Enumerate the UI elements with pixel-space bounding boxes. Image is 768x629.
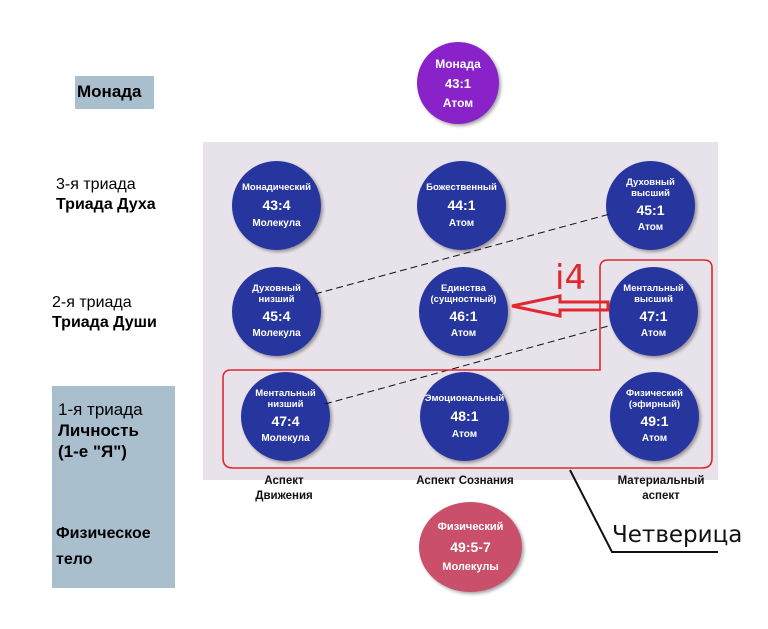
- aspect-material-line2: аспект: [642, 490, 680, 502]
- triad2-label: 2-я триада Триада Души: [52, 293, 157, 333]
- aspect-movement-line2: Движения: [255, 490, 313, 502]
- plane-kind: Атом: [451, 428, 478, 440]
- plane-kind: Молекула: [252, 328, 301, 339]
- plane-kind: Молекула: [252, 217, 301, 229]
- plane-circle-47-1: Ментальный высший 47:1 Атом: [609, 267, 698, 356]
- aspect-movement-label: Аспект Движения: [244, 474, 324, 504]
- plane-kind: Атом: [448, 217, 475, 229]
- plane-name: Ментальный: [623, 283, 684, 294]
- physical-body-line1: Физическое: [56, 525, 151, 542]
- plane-circle-49-1: Физический (эфирный) 49:1 Атом: [610, 372, 699, 461]
- plane-kind: Атом: [641, 433, 668, 444]
- monad-label: Монада: [77, 82, 142, 101]
- physical-circle-kind: Молекулы: [442, 560, 499, 573]
- personality-label-box: [52, 386, 175, 588]
- plane-code: 45:1: [636, 202, 665, 218]
- plane-circle-45-1: Духовный высший 45:1 Атом: [606, 161, 695, 250]
- plane-code: 47:1: [639, 308, 668, 324]
- callout-line: [569, 469, 718, 553]
- plane-name: Эмоциональный: [424, 392, 505, 404]
- plane-name-2: низший: [258, 294, 295, 305]
- triad2-title: Триада Души: [52, 314, 157, 331]
- plane-code: 47:4: [271, 413, 300, 429]
- dashed-connector-upper: [314, 213, 611, 295]
- plane-name: Физический: [626, 388, 683, 399]
- arrow-icon: [511, 294, 610, 318]
- physical-body-line2: тело: [56, 551, 93, 568]
- aspect-consciousness-label: Аспект Сознания: [405, 474, 525, 489]
- plane-name-2: низший: [267, 399, 304, 410]
- triad1-number: 1-я триада: [58, 400, 143, 419]
- physical-circle-code: 49:5-7: [450, 538, 491, 555]
- plane-name: Монадический: [241, 181, 311, 193]
- triad2-number: 2-я триада: [52, 294, 132, 311]
- aspect-material-line1: Материальный: [617, 475, 705, 487]
- plane-code: 48:1: [450, 407, 479, 424]
- aspect-consciousness-line1: Аспект Сознания: [416, 475, 514, 487]
- plane-kind: Атом: [637, 222, 664, 233]
- physical-body-circle: Физический 49:5-7 Молекулы: [419, 502, 522, 592]
- i4-annotation: i4: [555, 258, 587, 298]
- plane-code: 49:1: [640, 413, 669, 429]
- plane-circle-45-4: Духовный низший 45:4 Молекула: [232, 267, 321, 356]
- plane-name: Духовный: [626, 177, 675, 188]
- triad3-label: 3-я триада Триада Духа: [56, 175, 156, 215]
- plane-kind: Атом: [640, 328, 667, 339]
- monad-circle-code: 43:1: [444, 76, 472, 91]
- physical-body-label: Физическое тело: [56, 521, 151, 573]
- plane-name: Единства: [441, 283, 486, 294]
- plane-code: 46:1: [449, 308, 478, 324]
- plane-name-2: (эфирный): [628, 399, 681, 410]
- monad-label-box: [75, 76, 154, 109]
- triad1-title: Личность: [58, 421, 139, 440]
- triad3-title: Триада Духа: [56, 196, 156, 213]
- plane-code: 45:4: [262, 308, 291, 324]
- plane-code: 43:4: [262, 196, 291, 213]
- plane-name: Божественный: [426, 181, 497, 193]
- plane-kind: Молекула: [261, 433, 310, 444]
- plane-name: Духовный: [252, 283, 301, 294]
- plane-name-2: высший: [631, 188, 670, 199]
- monad-circle: Монада 43:1 Атом: [417, 42, 499, 124]
- aspect-material-label: Материальный аспект: [606, 474, 716, 504]
- plane-name-2: (сущностный): [430, 294, 497, 305]
- monad-circle-kind: Атом: [442, 96, 474, 110]
- physical-circle-name: Физический: [437, 520, 504, 533]
- plane-kind: Атом: [450, 328, 477, 339]
- triad1-subtitle: (1-е "Я"): [58, 442, 127, 461]
- triad1-label: 1-я триада Личность (1-е "Я"): [58, 399, 143, 462]
- quaternary-outline: [222, 259, 713, 469]
- triad3-number: 3-я триада: [56, 176, 136, 193]
- chetveritsa-annotation: Четверица: [612, 522, 743, 548]
- plane-circle-43-4: Монадический 43:4 Молекула: [232, 161, 321, 250]
- plane-circle-44-1: Божественный 44:1 Атом: [417, 161, 506, 250]
- aspect-movement-line1: Аспект: [264, 475, 304, 487]
- plane-circle-46-1: Единства (сущностный) 46:1 Атом: [419, 267, 508, 356]
- dashed-connector-lower: [324, 324, 613, 405]
- plane-name-2: высший: [634, 294, 673, 305]
- monad-circle-name: Монада: [435, 57, 481, 71]
- plane-code: 44:1: [447, 196, 476, 213]
- plane-circle-47-4: Ментальный низший 47:4 Молекула: [241, 372, 330, 461]
- plane-circle-48-1: Эмоциональный 48:1 Атом: [420, 372, 509, 461]
- plane-name: Ментальный: [255, 388, 316, 399]
